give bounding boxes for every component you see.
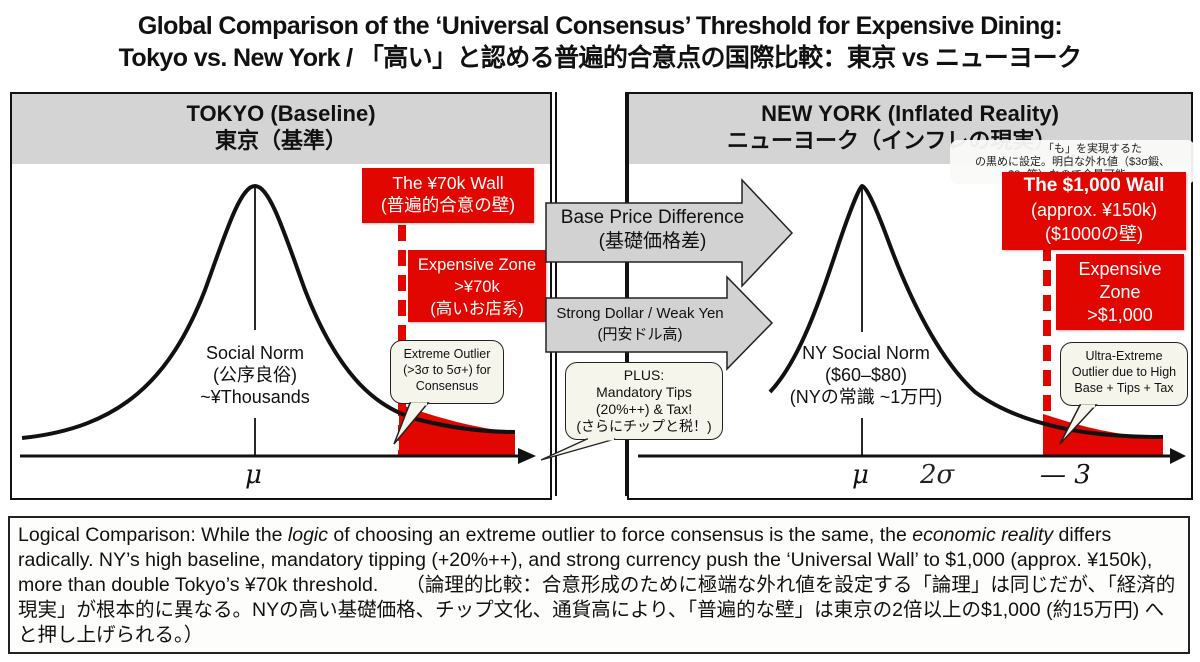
footer-emphasis-logic: logic <box>287 524 328 546</box>
title-line-1: Global Comparison of the ‘Universal Cons… <box>137 12 1063 40</box>
base-price-difference-arrow <box>545 178 794 288</box>
tokyo-tail-fill <box>399 404 515 456</box>
logical-comparison-footer: Logical Comparison: While the logic of c… <box>8 516 1190 654</box>
newyork-3sigma-axis-label: — 3 <box>1040 460 1091 490</box>
newyork-bell-curve <box>768 183 1164 439</box>
tokyo-social-norm-label: Social Norm (公序良俗) ~¥Thousands <box>200 343 310 407</box>
main-title: Global Comparison of the ‘Universal Cons… <box>0 10 1200 74</box>
tokyo-header-en: TOKYO (Baseline) <box>186 101 376 126</box>
newyork-expensive-zone-label: Expensive Zone >$1,000 <box>1056 254 1184 330</box>
plus-tips-tax-callout: PLUS: Mandatory Tips (20%++) & Tax! (さらに… <box>565 362 723 440</box>
title-line-2: Tokyo vs. New York / 「高い」と認める普遍的合意点の国際比較… <box>118 44 1082 72</box>
strong-dollar-arrow <box>545 275 774 371</box>
strong-dollar-label: Strong Dollar / Weak Yen (円安ドル高) <box>556 305 724 343</box>
tokyo-expensive-zone-label: Expensive Zone >¥70k (高いお店系) <box>408 250 546 322</box>
tokyo-bell-curve <box>21 183 516 440</box>
tokyo-mean-axis-label: μ <box>245 460 262 490</box>
tokyo-wall-label: The ¥70k Wall (普遍的合意の壁) <box>362 168 534 223</box>
tokyo-outlier-callout: Extreme Outlier (>3σ to 5σ+) for Consens… <box>390 340 504 404</box>
tokyo-panel-header: TOKYO (Baseline) 東京（基準） <box>12 94 550 164</box>
footer-emphasis-economic-reality: economic reality <box>912 524 1054 546</box>
tokyo-callout-tail <box>393 402 430 445</box>
tokyo-axis-arrowhead <box>518 448 536 464</box>
newyork-axis-arrowhead <box>1170 448 1186 464</box>
newyork-2sigma-axis-label: 2σ <box>920 460 955 490</box>
newyork-header-en: NEW YORK (Inflated Reality) <box>761 101 1059 126</box>
newyork-mean-axis-label: μ <box>852 460 869 490</box>
newyork-wall-label: The $1,000 Wall (approx. ¥150k) ($1000の壁… <box>1002 172 1186 250</box>
tokyo-header-jp: 東京（基準） <box>214 128 347 153</box>
newyork-callout-tail <box>1059 404 1098 445</box>
newyork-social-norm-label: NY Social Norm ($60–$80) (NYの常識 ~1万円) <box>789 343 943 407</box>
base-price-difference-label: Base Price Difference (基礎価格差) <box>560 207 745 252</box>
plus-callout-pointer <box>540 437 616 461</box>
newyork-outlier-callout: Ultra-Extreme Outlier due to High Base +… <box>1060 342 1188 406</box>
